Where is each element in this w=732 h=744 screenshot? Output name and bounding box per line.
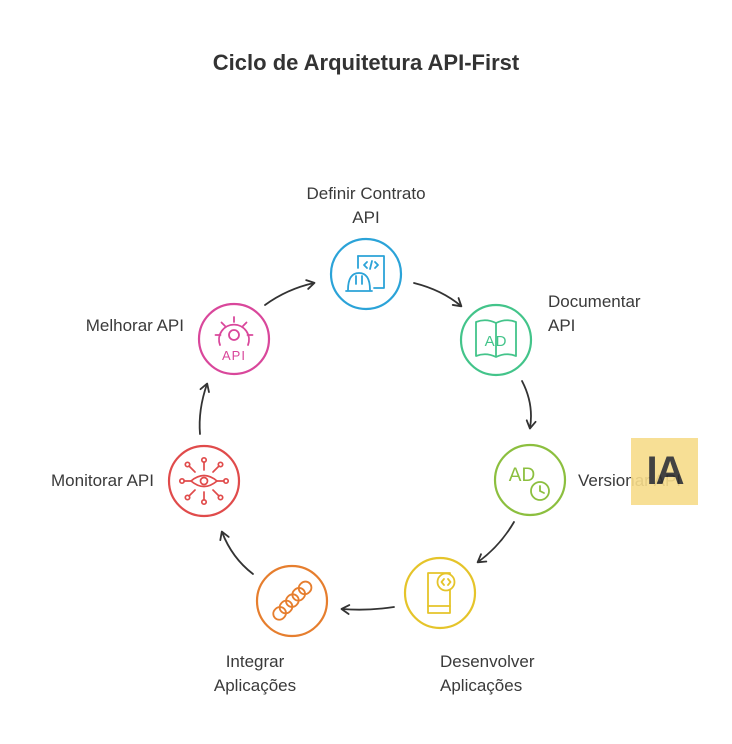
gear-api-text: API — [222, 348, 246, 363]
label-melhorar: Melhorar API — [85, 316, 184, 335]
ad-clock-icon — [530, 481, 550, 501]
arrow-melhorar-to-definir — [264, 279, 316, 306]
arrow-integrar-to-monitorar — [219, 530, 254, 575]
step-integrar — [255, 564, 329, 638]
arrow-versionar-to-desenvolver — [476, 521, 515, 564]
cycle-arrows — [198, 279, 537, 615]
step-desenvolver — [403, 556, 477, 630]
arrow-documentar-to-versionar — [521, 380, 537, 430]
label-definir-contrato: Definir Contrato API — [306, 184, 426, 227]
step-versionar: AD — [493, 443, 567, 517]
diagram-title: Ciclo de Arquitetura API-First — [212, 50, 520, 75]
step-documentar: AD — [459, 303, 533, 377]
arrow-monitorar-to-melhorar — [198, 382, 210, 435]
label-integrar: Integrar Aplicações — [213, 652, 297, 695]
label-desenvolver: Desenvolver Aplicações — [440, 652, 535, 695]
arrow-desenvolver-to-integrar — [340, 604, 395, 615]
chain-link-icon — [272, 580, 313, 621]
ad-text: AD — [509, 465, 535, 486]
phone-code-icon — [427, 572, 456, 614]
book-ad-text: AD — [485, 333, 508, 350]
arrow-definir-to-documentar — [413, 282, 463, 308]
step-melhorar: API — [197, 302, 271, 376]
network-eye-icon — [178, 456, 230, 506]
document-code-helmet-icon — [345, 255, 385, 292]
step-definir-contrato — [329, 237, 403, 311]
book-ad-icon — [475, 319, 517, 358]
ia-watermark: IA — [631, 438, 698, 505]
gear-api-icon — [214, 316, 254, 346]
step-monitorar — [167, 444, 241, 518]
label-documentar: Documentar API — [548, 292, 641, 335]
label-monitorar: Monitorar API — [51, 471, 154, 490]
